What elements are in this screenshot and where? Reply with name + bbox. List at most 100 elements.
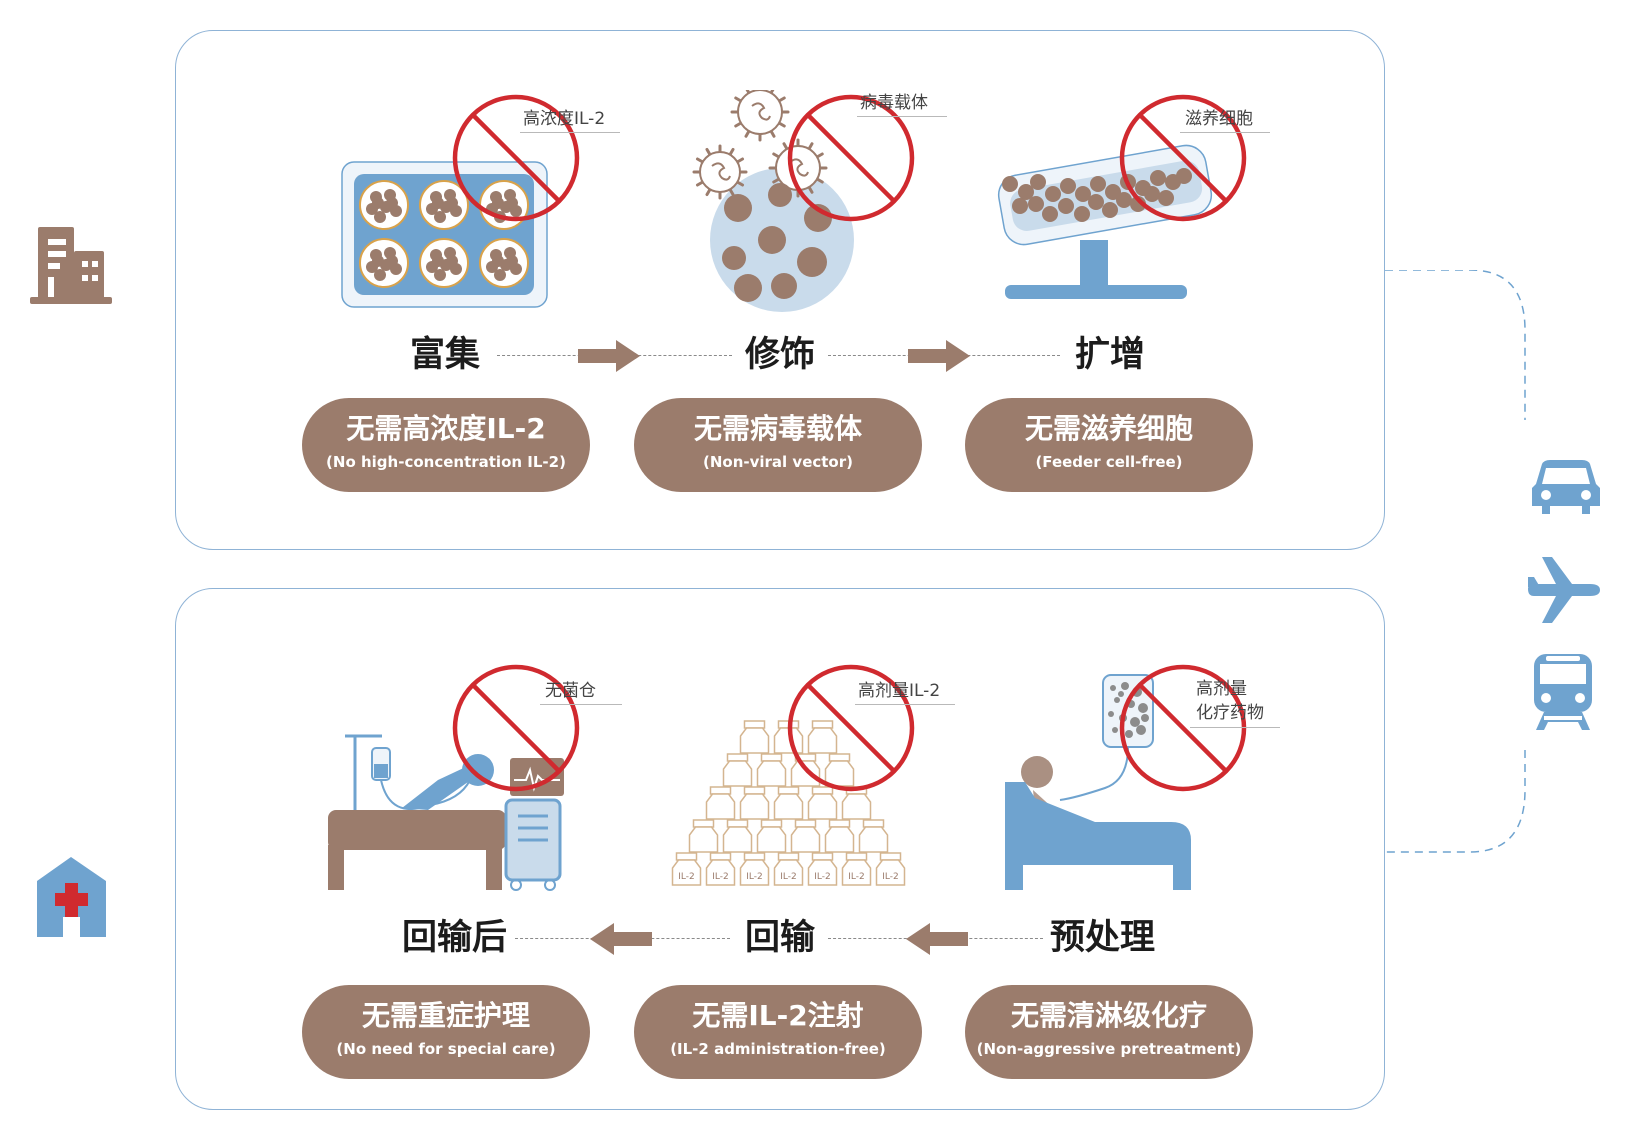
hospital-icon — [37, 857, 106, 937]
callout-underline — [857, 116, 947, 117]
callout-underline — [540, 704, 622, 705]
callout-underline — [520, 132, 620, 133]
prohibited-sign-icon — [1119, 94, 1247, 222]
cell — [1075, 186, 1091, 202]
benefit-pill: 无需IL-2注射 (IL-2 administration-free) — [634, 985, 922, 1079]
drug-particle — [1112, 727, 1118, 733]
panel-manufacturing — [175, 30, 1385, 550]
il2-vial-icon: IL-2 — [773, 852, 804, 886]
il2-vial-icon: IL-2 — [705, 852, 736, 886]
benefit-pill: 无需高浓度IL-2 (No high-concentration IL-2) — [302, 398, 590, 492]
cell — [1102, 202, 1118, 218]
il2-vial-icon — [858, 819, 889, 853]
callout-label: 无菌仓 — [545, 681, 596, 701]
pill-subtitle: (No need for special care) — [336, 1040, 556, 1058]
stage-label-modification: 修饰 — [745, 335, 816, 375]
benefit-pill: 无需病毒载体 (Non-viral vector) — [634, 398, 922, 492]
stage-label-post-infusion: 回输后 — [402, 918, 508, 958]
cell — [1045, 186, 1061, 202]
cell — [1012, 198, 1028, 214]
prohibited-sign-icon — [787, 94, 915, 222]
il2-vial-icon — [688, 819, 719, 853]
pill-title: 无需高浓度IL-2 — [346, 412, 546, 445]
svg-text:IL-2: IL-2 — [712, 872, 728, 882]
cell — [1060, 178, 1076, 194]
drug-particle — [1108, 711, 1114, 717]
il2-vial-icon — [739, 786, 770, 820]
airplane-icon — [1528, 557, 1600, 623]
train-icon — [1534, 654, 1592, 730]
drug-particle — [1121, 682, 1129, 690]
car-icon — [1532, 460, 1600, 514]
svg-text:IL-2: IL-2 — [746, 872, 762, 882]
transport-connector — [1385, 270, 1526, 853]
cell-culture-plate-illustration — [341, 161, 548, 308]
icu-bed-illustration — [328, 734, 564, 891]
arrow-right-icon — [908, 340, 970, 372]
callout-label: 高剂量 — [1196, 679, 1247, 699]
viral-vector-illustration — [692, 90, 854, 312]
panel-clinical — [175, 588, 1385, 1110]
callout-label: 高浓度IL-2 — [523, 109, 606, 129]
svg-text:IL-2: IL-2 — [780, 872, 796, 882]
cell — [1028, 196, 1044, 212]
cell — [1018, 184, 1034, 200]
il2-vial-icon — [773, 786, 804, 820]
cell — [1176, 168, 1192, 184]
cell — [1042, 206, 1058, 222]
svg-text:IL-2: IL-2 — [882, 872, 898, 882]
il2-vial-icon: IL-2 — [739, 852, 770, 886]
il2-vial-icon: IL-2 — [807, 852, 838, 886]
culture-well — [359, 238, 409, 288]
benefit-pill: 无需清淋级化疗 (Non-aggressive pretreatment) — [965, 985, 1253, 1079]
pill-title: 无需病毒载体 — [693, 412, 862, 445]
pill-subtitle: (Feeder cell-free) — [1035, 453, 1183, 471]
il2-vial-icon — [824, 753, 855, 787]
callout-underline — [1190, 727, 1280, 728]
cell — [1158, 190, 1174, 206]
building-icon — [30, 227, 112, 304]
cell — [1116, 192, 1132, 208]
callout-label: 病毒载体 — [860, 93, 928, 113]
il2-vial-icon — [807, 720, 838, 754]
il2-vial-icon — [739, 720, 770, 754]
il2-vial-icon: IL-2 — [875, 852, 906, 886]
pill-subtitle: (Non-viral vector) — [703, 453, 853, 471]
culture-well — [419, 238, 469, 288]
culture-well — [419, 180, 469, 230]
svg-text:IL-2: IL-2 — [678, 872, 694, 882]
cell — [1088, 194, 1104, 210]
cell — [1130, 196, 1146, 212]
prohibited-sign-icon — [452, 94, 580, 222]
drug-particle — [1138, 703, 1148, 713]
il2-vial-icon: IL-2 — [671, 852, 702, 886]
bioreactor-illustration — [997, 144, 1213, 299]
il2-vial-icon — [807, 786, 838, 820]
cell — [1105, 184, 1121, 200]
pill-subtitle: (No high-concentration IL-2) — [326, 453, 566, 471]
svg-text:IL-2: IL-2 — [814, 872, 830, 882]
pill-title: 无需IL-2注射 — [692, 999, 864, 1032]
prohibited-sign-icon — [452, 664, 580, 792]
callout-label: 滋养细胞 — [1185, 109, 1253, 129]
drug-particle — [1136, 725, 1146, 735]
cell — [1002, 176, 1018, 192]
stage-label-infusion: 回输 — [745, 918, 816, 958]
culture-well — [359, 180, 409, 230]
callout-label: 高剂量IL-2 — [858, 681, 941, 701]
drug-particle — [1130, 717, 1140, 727]
il2-vial-icon: IL-2 — [841, 852, 872, 886]
il2-vial-icon — [705, 786, 736, 820]
virus-particle-icon — [692, 144, 748, 200]
cell — [1090, 176, 1106, 192]
virus-particle-icon — [730, 90, 790, 142]
drug-particle — [1110, 685, 1116, 691]
prohibited-sign-icon — [787, 664, 915, 792]
pill-subtitle: (IL-2 administration-free) — [670, 1040, 886, 1058]
pill-subtitle: (Non-aggressive pretreatment) — [976, 1040, 1242, 1058]
cell — [1150, 170, 1166, 186]
drug-particle — [1141, 714, 1149, 722]
benefit-pill: 无需重症护理 (No need for special care) — [302, 985, 590, 1079]
cell — [1030, 174, 1046, 190]
